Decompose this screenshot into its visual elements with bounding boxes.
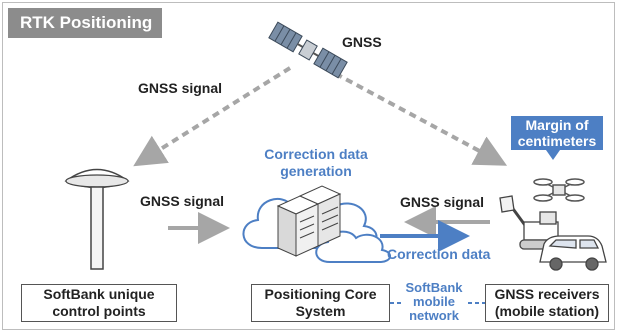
gnss-label: GNSS: [342, 34, 382, 50]
antenna-icon: [64, 168, 130, 270]
network-line2: mobile: [413, 294, 455, 309]
receivers-line2: (mobile station): [494, 303, 600, 319]
correction-data-label: Correction data: [387, 246, 491, 262]
core-line1: Positioning Core: [264, 286, 377, 302]
correction-generation-label: Correction data generation: [256, 146, 376, 180]
car-icon: [539, 235, 607, 271]
gnss-signal-left-label: GNSS signal: [138, 80, 223, 96]
margin-line1: Margin of: [525, 117, 589, 133]
satellite-icon: [268, 21, 348, 79]
page-title: RTK Positioning: [8, 8, 162, 38]
cloud-server-icon: [242, 185, 391, 263]
network-line3: network: [409, 308, 459, 323]
correction-generation-line1: Correction data: [264, 146, 368, 162]
gnss-signal-right-label: GNSS signal: [400, 194, 485, 210]
signal-arrow-right: [324, 66, 508, 166]
drone-icon: [533, 178, 585, 202]
margin-callout: Margin of centimeters: [511, 116, 603, 150]
control-points-line1: SoftBank unique: [43, 286, 155, 302]
correction-generation-line2: generation: [280, 163, 352, 179]
signal-arrow-left: [133, 66, 292, 167]
mobile-network-label: SoftBank mobile network: [400, 281, 468, 323]
margin-callout-pointer: [546, 150, 560, 160]
control-points-box: SoftBank unique control points: [21, 284, 177, 322]
core-line2: System: [295, 303, 346, 319]
network-line1: SoftBank: [405, 280, 463, 295]
core-system-box: Positioning Core System: [251, 284, 390, 322]
receivers-box: GNSS receivers (mobile station): [485, 284, 609, 322]
gnss-signal-mid-label: GNSS signal: [140, 193, 225, 209]
margin-line2: centimeters: [517, 133, 597, 149]
control-points-line2: control points: [52, 303, 146, 319]
receivers-line1: GNSS receivers: [494, 286, 600, 302]
